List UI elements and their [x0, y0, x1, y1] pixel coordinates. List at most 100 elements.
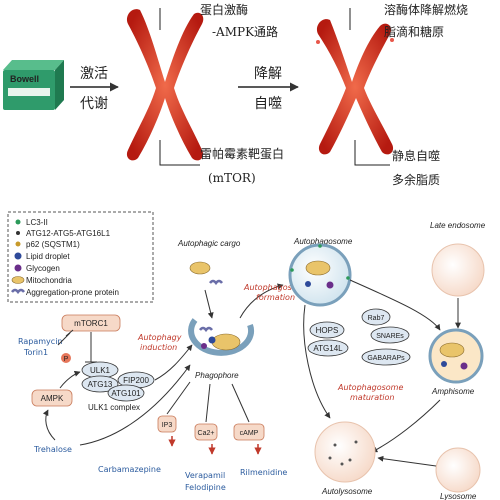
- aggregate-icon: [11, 288, 25, 295]
- gabaraps-label: GABARAPs: [367, 355, 405, 362]
- chromosome-1: [126, 9, 204, 161]
- cargo-aggregate-icon: [209, 279, 223, 286]
- hops-label: HOPS: [316, 326, 339, 335]
- legend-item-3: p62 (SQSTM1): [26, 240, 80, 249]
- formation-arrow: [239, 283, 284, 319]
- ampk-arrow: [59, 370, 81, 389]
- product-box: Bowell: [3, 60, 64, 110]
- mitochondria-icon: [11, 276, 25, 284]
- chromosome-2: [316, 19, 394, 155]
- right-arrow-label-bottom: 自噬: [254, 96, 282, 112]
- rapamycin-label: Rapamycin: [18, 337, 62, 346]
- rapamycin-inhibit-line: [57, 332, 71, 346]
- p62-icon: [15, 241, 21, 247]
- legend-item-4: Lipid droplet: [26, 252, 70, 261]
- trehalose-to-phagophore-arrow: [79, 364, 191, 446]
- legend-item-6: Mitochondria: [26, 276, 72, 285]
- legend-item-7: Aggregation-prone protein: [26, 288, 119, 297]
- ip3-box: [157, 415, 177, 433]
- induction-label-1: Autophagy: [137, 333, 182, 342]
- snares-label: SNAREs: [376, 333, 404, 340]
- trehalose-label: Trehalose: [33, 445, 72, 454]
- lower-annot-line2: (mTOR): [208, 171, 256, 185]
- ip3-inhibit-line: [166, 381, 191, 415]
- phagophore-shape: [188, 318, 255, 356]
- fip200-label: FIP200: [123, 376, 149, 385]
- torin1-label: Torin1: [23, 348, 48, 357]
- phagophore-label: Phagophore: [195, 371, 239, 380]
- ca-label: Ca2+: [198, 430, 215, 437]
- rilmenidine-label: Rilmenidine: [240, 468, 287, 477]
- ulk1-complex-label: ULK1 complex: [88, 403, 140, 412]
- product-label: Bowell: [10, 74, 39, 84]
- late-endosome-shape: [431, 243, 485, 297]
- mtorc1-label: mTORC1: [74, 319, 108, 328]
- ca-box: [194, 423, 218, 441]
- mtorc1-box: [61, 314, 121, 332]
- lipid-droplet-icon: [14, 252, 22, 260]
- right-lower-line1: 静息自噬: [392, 148, 440, 163]
- induction-label-2: induction: [140, 343, 177, 352]
- lc3-icon: [15, 219, 21, 225]
- upper-annot-line1: 蛋白激酶: [200, 2, 248, 17]
- legend-item-2: ATG12-ATG5-ATG16L1: [26, 229, 111, 238]
- left-arrow-label-bottom: 代谢: [80, 96, 108, 112]
- formation-label-1: Autophagosome: [243, 283, 309, 292]
- right-upper-line2: 脂滴和糖原: [384, 24, 444, 39]
- ip3-label: IP3: [162, 422, 173, 429]
- maturation-factors: [307, 308, 411, 366]
- camp-inhibit-line: [231, 383, 250, 423]
- ca-inhibit-line: [205, 383, 211, 423]
- atg13-label: ATG13: [88, 380, 113, 389]
- ampk-label: AMPK: [41, 394, 64, 403]
- induction-arrow: [154, 344, 193, 381]
- formation-label-2: formation: [256, 293, 295, 302]
- autophagosome-label: Autophagosome: [293, 237, 353, 246]
- carbamazepine-label: Carbamazepine: [98, 465, 161, 474]
- phospho-icon: [61, 353, 71, 363]
- atg14l-label: ATG14L: [313, 344, 343, 353]
- lower-annot-bracket: [159, 140, 200, 166]
- autophagosome-shape: [288, 243, 352, 307]
- legend-box: LC3-II ATG12-ATG5-ATG16L1 p62 (SQSTM1) L…: [7, 211, 154, 303]
- to-amphisome-arrow: [349, 279, 441, 331]
- phospho-label: P: [64, 356, 69, 363]
- upper-annot-line2: -AMPK通路: [212, 24, 278, 39]
- autophagic-cargo-label: Autophagic cargo: [177, 239, 241, 248]
- left-arrow-label-top: 激活: [80, 65, 108, 82]
- cargo-arrow: [204, 289, 214, 319]
- cargo-mitochondria-icon: [189, 261, 211, 275]
- to-autolysosome-arrow: [303, 304, 331, 419]
- legend-item-1: LC3-II: [26, 218, 48, 227]
- amphisome-to-autolysosome-arrow: [371, 399, 441, 453]
- autolysosome-label: Autolysosome: [321, 487, 373, 496]
- maturation-label-1: Autophagosome: [337, 383, 403, 392]
- autolysosome-shape: [314, 421, 376, 483]
- ulk1-complex: [81, 361, 155, 402]
- amphisome-shape: [428, 328, 484, 384]
- atg101-label: ATG101: [111, 389, 141, 398]
- legend-item-5: Glycogen: [26, 264, 60, 273]
- right-lower-bracket: [354, 140, 390, 166]
- trehalose-arrow: [42, 409, 56, 441]
- ampk-box: [31, 389, 73, 407]
- lower-annot-line1: 雷帕霉素靶蛋白: [200, 146, 284, 161]
- maturation-label-2: maturation: [350, 393, 394, 402]
- right-upper-line1: 溶酶体降解燃烧: [384, 2, 468, 17]
- lysosome-arrow: [377, 455, 437, 467]
- lysosome-label: Lysosome: [440, 492, 477, 500]
- camp-box: [233, 423, 265, 441]
- atg12-icon: [16, 231, 20, 235]
- lysosome-shape: [435, 447, 481, 493]
- felodipine-label: Felodipine: [185, 483, 226, 492]
- verapamil-label: Verapamil: [185, 471, 225, 480]
- glycogen-icon: [14, 264, 22, 272]
- late-endosome-label: Late endosome: [430, 221, 486, 230]
- right-arrow-label-top: 降解: [254, 66, 282, 82]
- ulk1-label: ULK1: [90, 366, 111, 375]
- right-lower-line2: 多余脂质: [392, 172, 440, 187]
- rab7-label: Rab7: [368, 315, 385, 322]
- amphisome-label: Amphisome: [431, 387, 475, 396]
- camp-label: cAMP: [240, 430, 259, 437]
